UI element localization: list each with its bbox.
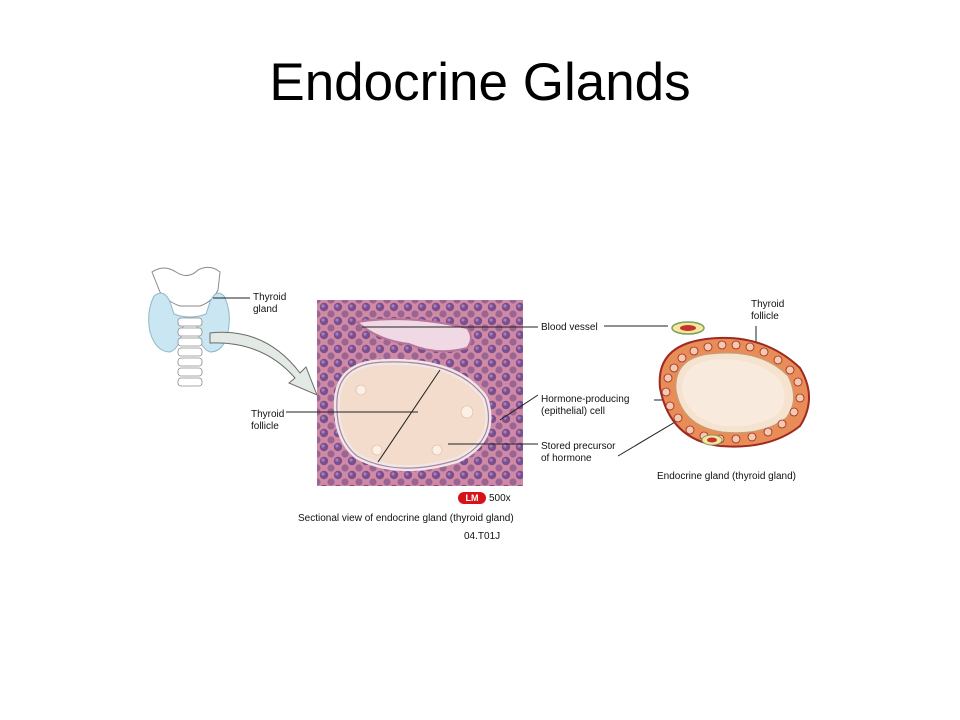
label-stored-precursor-line2: of hormone xyxy=(541,453,592,464)
endocrine-gland-illustration xyxy=(658,321,810,448)
label-thyroid-follicle-right-line2: follicle xyxy=(751,311,779,322)
label-blood-vessel: Blood vessel xyxy=(541,322,598,334)
leader-follicle-diagonal xyxy=(377,369,441,463)
thyroid-gland-illustration xyxy=(148,266,230,387)
label-thyroid-follicle-left: Thyroid follicle xyxy=(251,409,284,433)
label-thyroid-gland: Thyroid gland xyxy=(253,292,286,316)
caption-endocrine-gland: Endocrine gland (thyroid gland) xyxy=(657,471,796,482)
label-thyroid-gland-line1: Thyroid xyxy=(253,292,287,303)
label-blood-vessel-text: Blood vessel xyxy=(541,322,598,333)
label-hormone-cell-line1: Hormone-producing xyxy=(541,394,630,405)
leader-hormone-cell xyxy=(499,394,539,421)
label-thyroid-follicle-left-line1: Thyroid xyxy=(251,409,285,420)
label-thyroid-follicle-right: Thyroid follicle xyxy=(751,299,784,323)
caption-figure-code: 04.T01J xyxy=(464,531,501,542)
label-thyroid-follicle-left-line2: follicle xyxy=(251,421,279,432)
slide-title: Endocrine Glands xyxy=(269,53,691,112)
label-thyroid-gland-line2: gland xyxy=(253,304,278,315)
label-stored-precursor-line1: Stored precursor xyxy=(541,441,616,452)
caption-sectional-view: Sectional view of endocrine gland (thyro… xyxy=(298,513,514,524)
label-stored-precursor: Stored precursor of hormone xyxy=(541,441,615,465)
label-hormone-cell: Hormone-producing (epithelial) cell xyxy=(541,394,629,418)
label-thyroid-follicle-right-line1: Thyroid xyxy=(751,299,785,310)
lm-badge: LM xyxy=(458,492,486,504)
label-hormone-cell-line2: (epithelial) cell xyxy=(541,406,605,417)
magnification-value: 500x xyxy=(489,493,511,504)
